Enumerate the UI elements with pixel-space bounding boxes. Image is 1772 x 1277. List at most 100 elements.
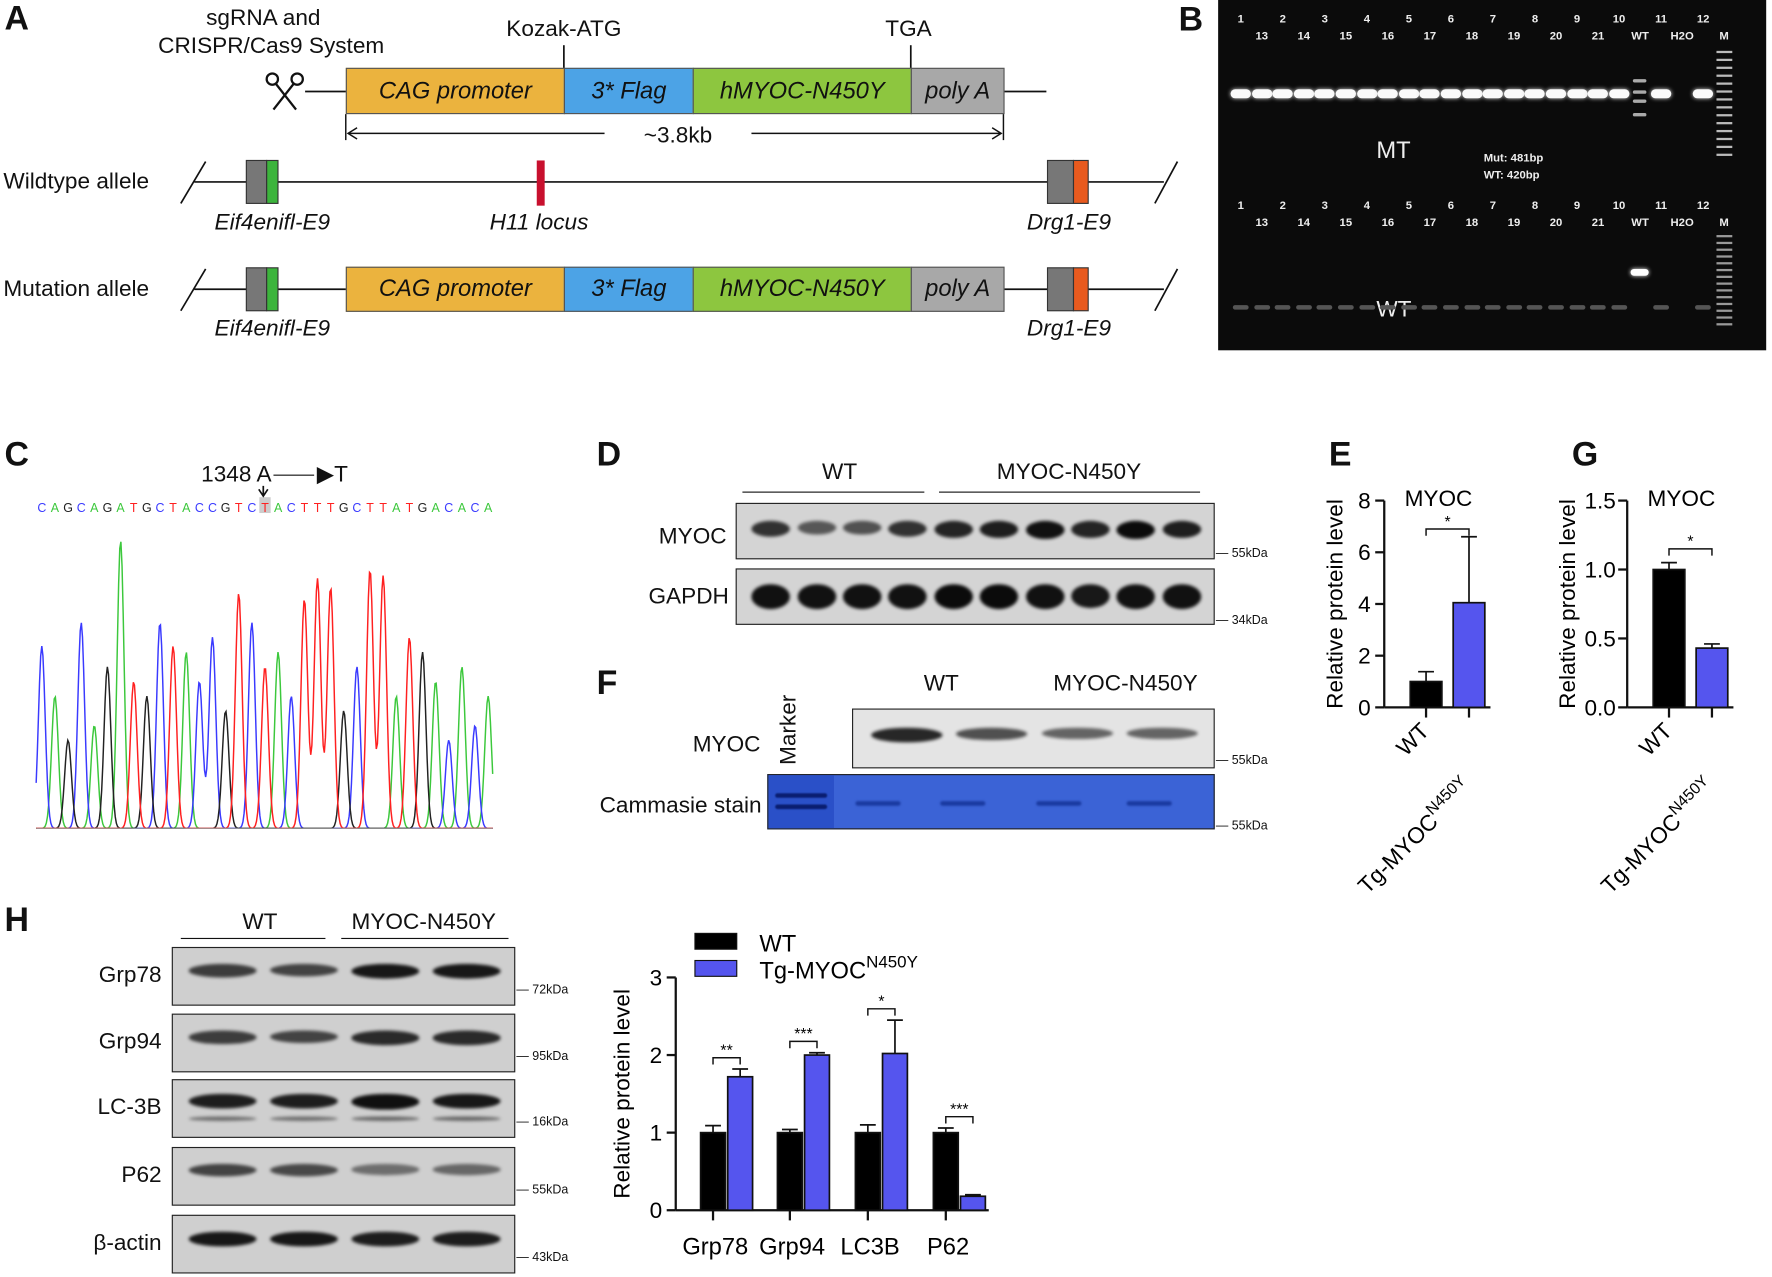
error-bar — [887, 1019, 903, 1054]
flag-box: 3* Flag — [563, 67, 694, 115]
blot-band — [351, 1030, 420, 1045]
lane-label: 5 — [1405, 13, 1413, 26]
error-bar — [1461, 535, 1477, 603]
blot-band — [1116, 584, 1156, 609]
lane-label: 6 — [1447, 13, 1455, 26]
gel-band — [1251, 89, 1272, 99]
panel-label-a: A — [4, 0, 30, 38]
base-letter: C — [155, 501, 164, 515]
blot-band — [351, 1116, 420, 1122]
x-tick-label: Tg-MYOCN450Y — [1351, 772, 1477, 898]
h-kda-label: — 43kDa — [516, 1250, 569, 1265]
mutation-arrow-shaft — [273, 474, 315, 476]
y-tick-label: 0 — [650, 1198, 663, 1223]
h-row-label: Grp94 — [98, 1029, 162, 1055]
lane-label: 7 — [1489, 13, 1497, 26]
lane-label: 21 — [1591, 216, 1605, 230]
base-letter: A — [116, 501, 125, 515]
base-letter: T — [366, 501, 374, 515]
blot-band — [188, 1093, 257, 1109]
blot-band — [432, 1030, 501, 1045]
lane-label: 10 — [1612, 200, 1626, 213]
blot-band — [956, 727, 1028, 741]
lane-label: 8 — [1531, 13, 1539, 26]
chart-title: MYOC — [1648, 486, 1716, 511]
h-kda-label: — 95kDa — [516, 1049, 569, 1064]
gel-band — [1633, 99, 1647, 103]
blot-band — [351, 963, 420, 980]
significance-bracket — [867, 1008, 896, 1016]
mutation-to: T — [334, 462, 348, 488]
lane-label: 11 — [1655, 200, 1668, 213]
polya-label: poly A — [925, 275, 991, 302]
significance-bracket — [1425, 528, 1470, 536]
gel-band — [1587, 89, 1609, 99]
system-label-line2: CRISPR/Cas9 System — [158, 33, 385, 59]
base-letter: A — [274, 501, 283, 515]
blot-band — [269, 1030, 339, 1044]
h-kda-label: — 72kDa — [516, 983, 569, 997]
h-blot-5 — [171, 1214, 516, 1274]
blot-band — [1162, 584, 1201, 609]
trace-C — [35, 622, 493, 830]
gel-band — [1377, 89, 1399, 99]
h-kda-label: — 55kDa — [516, 1183, 569, 1197]
blot-band — [269, 1231, 339, 1247]
polya-box-mut: poly A — [910, 266, 1005, 312]
base-letter: C — [247, 501, 256, 515]
blot-band — [979, 584, 1019, 610]
x-tick-label: Grp94 — [759, 1234, 825, 1260]
gel-band — [1545, 89, 1567, 99]
marker-lane — [768, 775, 834, 829]
mutation-label: 1348 A▶T — [201, 463, 348, 486]
y-tick-label: 1 — [650, 1121, 663, 1146]
lane-label: 11 — [1655, 13, 1668, 26]
significance-bracket — [712, 1056, 741, 1065]
gel-band — [1398, 89, 1420, 99]
d-wt-bracket — [742, 491, 925, 493]
x-tick-label: WT — [1635, 718, 1678, 761]
blot-band — [871, 727, 943, 743]
base-letter: T — [327, 501, 335, 515]
blot-band — [351, 1093, 420, 1110]
blot-band — [1071, 520, 1110, 538]
ladder-band — [1716, 255, 1733, 258]
significance-bracket — [1668, 548, 1713, 556]
gel-band — [1566, 89, 1588, 99]
blot-band — [188, 1116, 257, 1122]
gel-band — [1633, 113, 1647, 117]
significance-label: * — [1444, 514, 1450, 531]
lane-label: 12 — [1696, 200, 1710, 213]
marker-band — [775, 793, 828, 798]
legend-label-tg: Tg-MYOCN450Y — [759, 952, 918, 984]
h-kda-text: 16kDa — [532, 1115, 569, 1129]
drg1-exon-label-wt: Drg1-E9 — [1026, 210, 1112, 236]
bar-wt-lc3b — [854, 1131, 882, 1212]
bar-tg-lc3b — [881, 1052, 909, 1212]
blot-band — [188, 1163, 257, 1177]
gel-band — [1335, 89, 1356, 99]
y-axis-label: Relative protein level — [609, 989, 634, 1199]
gel-band — [1293, 89, 1314, 99]
base-letter: A — [431, 501, 440, 515]
ladder-band — [1716, 296, 1733, 299]
gel-band — [1461, 89, 1483, 99]
base-letter: A — [182, 501, 191, 515]
lane-label: 5 — [1405, 200, 1413, 213]
gel-band-faint — [1421, 305, 1438, 310]
d-kda-55-text: 55kDa — [1231, 546, 1268, 561]
h-kda-label: — 16kDa — [516, 1115, 569, 1129]
blot-band — [797, 584, 836, 609]
y-tick-label: 1.0 — [1584, 557, 1615, 582]
mut-size-label: Mut: 481bp — [1483, 152, 1544, 165]
base-letter: A — [51, 501, 60, 515]
h-row-label: LC-3B — [97, 1094, 162, 1120]
base-letter: T — [406, 501, 414, 515]
bar-wt — [1652, 568, 1686, 709]
blot-band — [432, 963, 501, 980]
x-tick-label: Grp78 — [682, 1234, 748, 1260]
lane-label: H2O — [1670, 216, 1694, 230]
ladder-band — [1716, 90, 1733, 93]
lane-label: 19 — [1507, 216, 1521, 230]
